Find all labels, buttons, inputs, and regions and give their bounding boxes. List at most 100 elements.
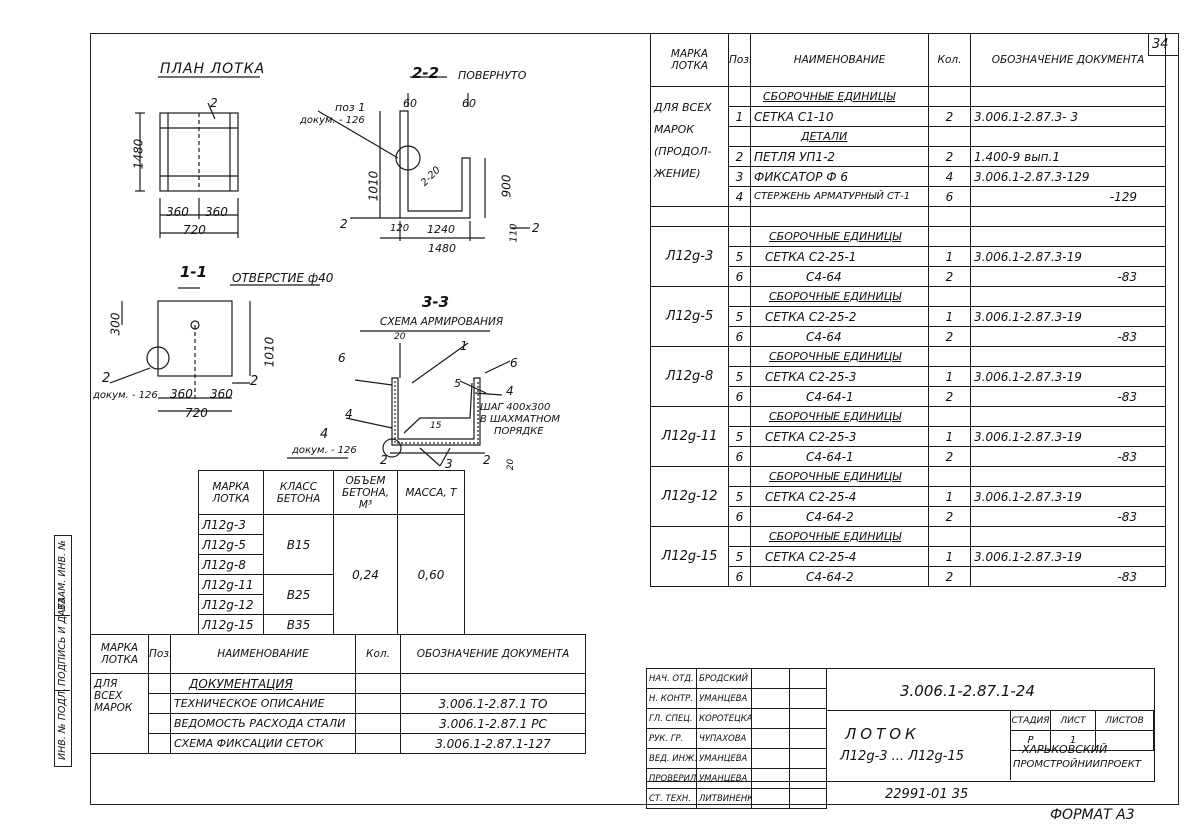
spec-pos: 5 xyxy=(728,246,751,267)
margin-stamp xyxy=(54,535,72,767)
signature-row: ВЕД. ИНЖ.УМАНЦЕВА xyxy=(646,748,827,769)
concrete-header-mark: МАРКА ЛОТКА xyxy=(198,470,264,515)
concrete-header-volume: ОБЪЕМ БЕТОНА, М³ xyxy=(333,470,398,515)
signature-name: БРОДСКИЙ xyxy=(696,668,752,689)
sec11-label-1010: 1010 xyxy=(262,336,277,368)
concrete-table: МАРКА ЛОТКА КЛАСС БЕТОНА ОБЪЕМ БЕТОНА, М… xyxy=(198,470,465,635)
spec-pos xyxy=(728,286,751,307)
signature-date xyxy=(789,688,827,709)
spec-kol xyxy=(928,126,971,147)
sec33-label-6left: 6 xyxy=(338,351,346,365)
sec11-title: 1-1 xyxy=(180,263,208,281)
doc-header-doc: ОБОЗНАЧЕНИЕ ДОКУМЕНТА xyxy=(400,634,586,674)
spec-pos: 3 xyxy=(728,166,751,187)
concrete-class-b35: В35 xyxy=(263,614,334,635)
sec33-label-3: 3 xyxy=(445,457,453,471)
signature-role: ВЕД. ИНЖ. xyxy=(646,748,697,769)
spec-name: СЕТКА С2-25-1 xyxy=(750,246,929,267)
spec-doc xyxy=(970,126,1166,147)
signature-role: ПРОВЕРИЛ xyxy=(646,768,697,789)
title-name-2: Л12g-3 ... Л12g-15 xyxy=(840,749,964,764)
spec-doc: 3.006.1-2.87.3- 3 xyxy=(970,106,1166,127)
spec-doc: -83 xyxy=(970,266,1166,287)
format-label: ФОРМАТ А3 xyxy=(1050,807,1135,823)
sec33-label-20bottom: 20 xyxy=(506,458,517,471)
signature-name: УМАНЦЕВА xyxy=(696,748,752,769)
spec-pos: 6 xyxy=(728,506,751,527)
sec33-label-shakhmat: В ШАХМАТНОМ xyxy=(480,414,561,425)
margin-label-sign: ПОДПИСЬ И ДАТА xyxy=(57,597,68,686)
spec-doc: 1.400-9 вып.1 xyxy=(970,146,1166,167)
sec33-label-4left: 4 xyxy=(345,407,353,421)
signature-name: УМАНЦЕВА xyxy=(696,688,752,709)
sec33-subtitle: СХЕМА АРМИРОВАНИЯ xyxy=(380,316,504,328)
spec-kol: 2 xyxy=(928,446,971,467)
spec-doc xyxy=(970,406,1166,427)
spec-pos xyxy=(728,526,751,547)
spec-name: СЕТКА С2-25-2 xyxy=(750,306,929,327)
signature-role: Н. КОНТР. xyxy=(646,688,697,709)
spec-name: СЕТКА С1-10 xyxy=(750,106,929,127)
spec-doc: -83 xyxy=(970,566,1166,587)
signature-name: УМАНЦЕВА xyxy=(696,768,752,789)
sec33-label-poryadke: ПОРЯДКЕ xyxy=(494,426,544,437)
archive-number: 22991-01 35 xyxy=(885,787,969,802)
spec-pos: 5 xyxy=(728,546,751,567)
spec-pos: 4 xyxy=(728,186,751,207)
spec-kol xyxy=(928,466,971,487)
spec-pos: 5 xyxy=(728,366,751,387)
margin-label-replace: ВЗАМ. ИНВ. № xyxy=(57,539,68,610)
plan-dim-360b: 360 xyxy=(205,205,228,219)
signature-sign xyxy=(751,788,790,809)
spec-name: СЕТКА С2-25-4 xyxy=(750,546,929,567)
code-divider xyxy=(826,710,1153,711)
sec33-label-4bottom: 4 xyxy=(320,427,329,442)
sec11-label-2left: 2 xyxy=(102,371,111,386)
spec-doc: -83 xyxy=(970,386,1166,407)
spec-kol xyxy=(928,286,971,307)
spec-pos xyxy=(728,226,751,247)
spec-pos xyxy=(728,466,751,487)
spec-group-head: СБОРОЧНЫЕ ЕДИНИЦЫ xyxy=(750,526,929,547)
title-name-1: ЛОТОК xyxy=(845,725,920,743)
sec22-subtitle: ПОВЕРНУТО xyxy=(458,69,527,82)
signature-date xyxy=(789,728,827,749)
doc-row-2-name: ВЕДОМОСТЬ РАСХОДА СТАЛИ xyxy=(170,713,356,734)
signature-sign xyxy=(751,748,790,769)
spec-doc: -83 xyxy=(970,326,1166,347)
spec-doc: 3.006.1-2.87.3-19 xyxy=(970,306,1166,327)
sec33-label-5: 5 xyxy=(454,377,461,390)
spec-kol: 2 xyxy=(928,106,971,127)
spec-doc: 3.006.1-2.87.3-19 xyxy=(970,546,1166,567)
concrete-class-b15: В15 xyxy=(263,514,334,575)
signature-role: НАЧ. ОТД. xyxy=(646,668,697,689)
margin-label-inv: ИНВ. № ПОДЛ. xyxy=(57,688,68,760)
sec33-profile xyxy=(391,377,481,446)
spec-mark-line: МАРОК xyxy=(654,123,695,136)
concrete-mark-5: Л12g-12 xyxy=(198,594,264,615)
sec11-outline xyxy=(157,300,233,377)
spec-kol: 2 xyxy=(928,326,971,347)
spec-kol: 1 xyxy=(928,486,971,507)
spec-pos xyxy=(728,406,751,427)
doc-header-mark: МАРКА ЛОТКА xyxy=(90,634,149,674)
signature-date xyxy=(789,768,827,789)
sec11-label-2right: 2 xyxy=(250,374,259,389)
spec-doc: 3.006.1-2.87.3-19 xyxy=(970,246,1166,267)
spec-kol: 1 xyxy=(928,306,971,327)
doc-row-3-name: СХЕМА ФИКСАЦИИ СЕТОК xyxy=(170,733,356,754)
spec-group-head: СБОРОЧНЫЕ ЕДИНИЦЫ xyxy=(750,406,929,427)
spec-group-mark: Л12g-12 xyxy=(650,466,729,527)
sec33-title: 3-3 xyxy=(422,293,450,311)
spec-pos: 5 xyxy=(728,486,751,507)
org-name-2: ПРОМСТРОЙНИИПРОЕКТ xyxy=(1013,759,1141,770)
